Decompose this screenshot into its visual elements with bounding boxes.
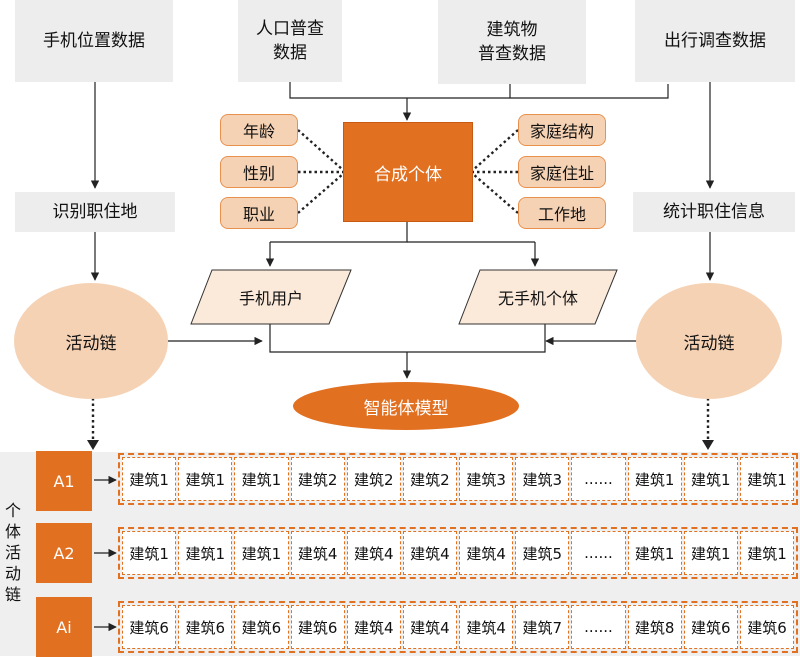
cell: 建筑4 (459, 605, 514, 649)
cell: 建筑7 (515, 605, 570, 649)
cell: 建筑1 (178, 457, 233, 501)
source-building-census: 建筑物 普查数据 (438, 0, 586, 84)
cell: 建筑1 (739, 457, 795, 501)
cell: 建筑4 (402, 531, 458, 575)
row-label-a1: A1 (36, 451, 92, 511)
cell: 建筑6 (683, 605, 738, 649)
line-phone-user-down (269, 324, 546, 353)
cell: 建筑1 (234, 531, 289, 575)
attr-household-structure: 家庭结构 (518, 114, 606, 146)
attr-occupation: 职业 (220, 197, 298, 229)
cell: 建筑3 (459, 457, 514, 501)
attr-age: 年龄 (220, 114, 298, 146)
census-line-2: 数据 (273, 43, 307, 63)
cell-ellipsis: ...... (571, 531, 626, 575)
cell: 建筑2 (290, 457, 345, 501)
individual-activity-chain-label: 个体活动链 (4, 501, 21, 604)
no-phone-individual: 无手机个体 (497, 289, 578, 308)
synthetic-individual: 合成个体 (343, 122, 473, 222)
cell: 建筑6 (290, 605, 345, 649)
source-phone-location: 手机位置数据 (15, 0, 173, 82)
sequence-ai: 建筑6 建筑6 建筑6 建筑6 建筑4 建筑4 建筑4 建筑7 ...... 建… (118, 601, 798, 653)
source-travel-survey: 出行调查数据 (635, 0, 795, 82)
cell: 建筑4 (346, 605, 401, 649)
cell: 建筑6 (234, 605, 289, 649)
cell: 建筑1 (627, 531, 682, 575)
row-label-a2: A2 (36, 523, 92, 583)
cell: 建筑6 (122, 605, 177, 649)
sequence-a1: 建筑1 建筑1 建筑1 建筑2 建筑2 建筑2 建筑3 建筑3 ...... 建… (118, 453, 798, 505)
phone-user: 手机用户 (238, 289, 303, 308)
attr-workplace: 工作地 (518, 197, 606, 229)
cell: 建筑4 (402, 605, 458, 649)
cell: 建筑2 (346, 457, 401, 501)
activity-chain-right: 活动链 (636, 283, 782, 399)
identify-home-work: 识别职住地 (15, 192, 175, 232)
cell: 建筑1 (178, 531, 233, 575)
cell: 建筑3 (515, 457, 570, 501)
cell-ellipsis: ...... (571, 457, 626, 501)
building-line-2: 普查数据 (478, 44, 546, 64)
cell: 建筑6 (178, 605, 233, 649)
cell: 建筑4 (459, 531, 514, 575)
cell-ellipsis: ...... (571, 605, 626, 649)
agent-model: 智能体模型 (293, 382, 519, 430)
cell: 建筑4 (290, 531, 345, 575)
row-label-ai: Ai (36, 597, 92, 657)
cell: 建筑6 (739, 605, 795, 649)
cell: 建筑1 (122, 531, 177, 575)
cell: 建筑5 (515, 531, 570, 575)
line-census (289, 82, 510, 99)
phone-user-frame (190, 269, 352, 325)
cell: 建筑4 (346, 531, 401, 575)
cell: 建筑1 (122, 457, 177, 501)
stats-home-work: 统计职住信息 (633, 192, 795, 232)
census-line-1: 人口普查 (256, 19, 324, 39)
activity-chain-left: 活动链 (14, 283, 168, 399)
cell: 建筑1 (683, 457, 738, 501)
cell: 建筑1 (683, 531, 738, 575)
cell: 建筑8 (627, 605, 682, 649)
building-line-1: 建筑物 (486, 20, 538, 40)
cell: 建筑1 (234, 457, 289, 501)
line-building (509, 84, 669, 99)
attr-home-address: 家庭住址 (518, 156, 606, 188)
source-census: 人口普查 数据 (238, 0, 342, 82)
cell: 建筑2 (402, 457, 458, 501)
no-phone-frame (458, 269, 618, 325)
attr-gender: 性别 (220, 156, 298, 188)
cell: 建筑1 (739, 531, 795, 575)
cell: 建筑1 (627, 457, 682, 501)
sequence-a2: 建筑1 建筑1 建筑1 建筑4 建筑4 建筑4 建筑4 建筑5 ...... 建… (118, 527, 798, 579)
